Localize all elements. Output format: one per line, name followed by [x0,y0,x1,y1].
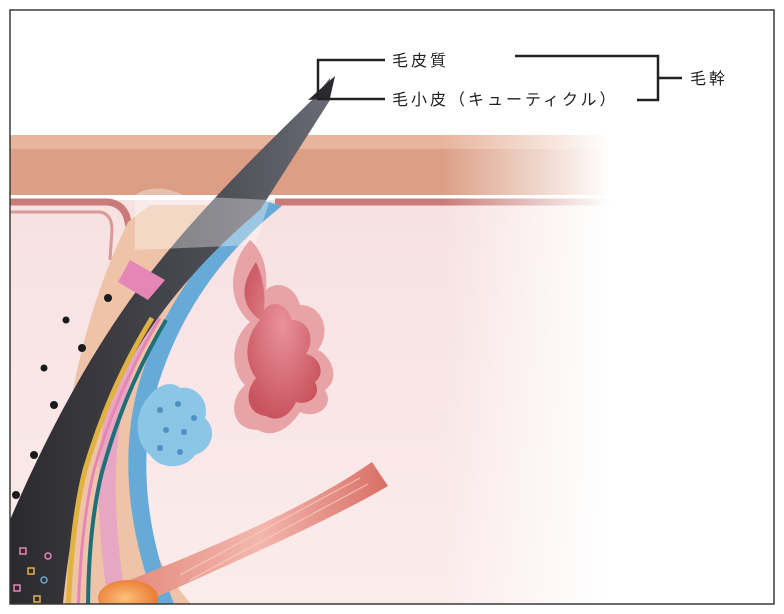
hair-tip [308,76,335,100]
label-hair-shaft: 毛幹 [690,69,728,88]
label-cortex: 毛皮質 [392,51,449,70]
label-cuticle: 毛小皮（キューティクル） [392,90,619,109]
